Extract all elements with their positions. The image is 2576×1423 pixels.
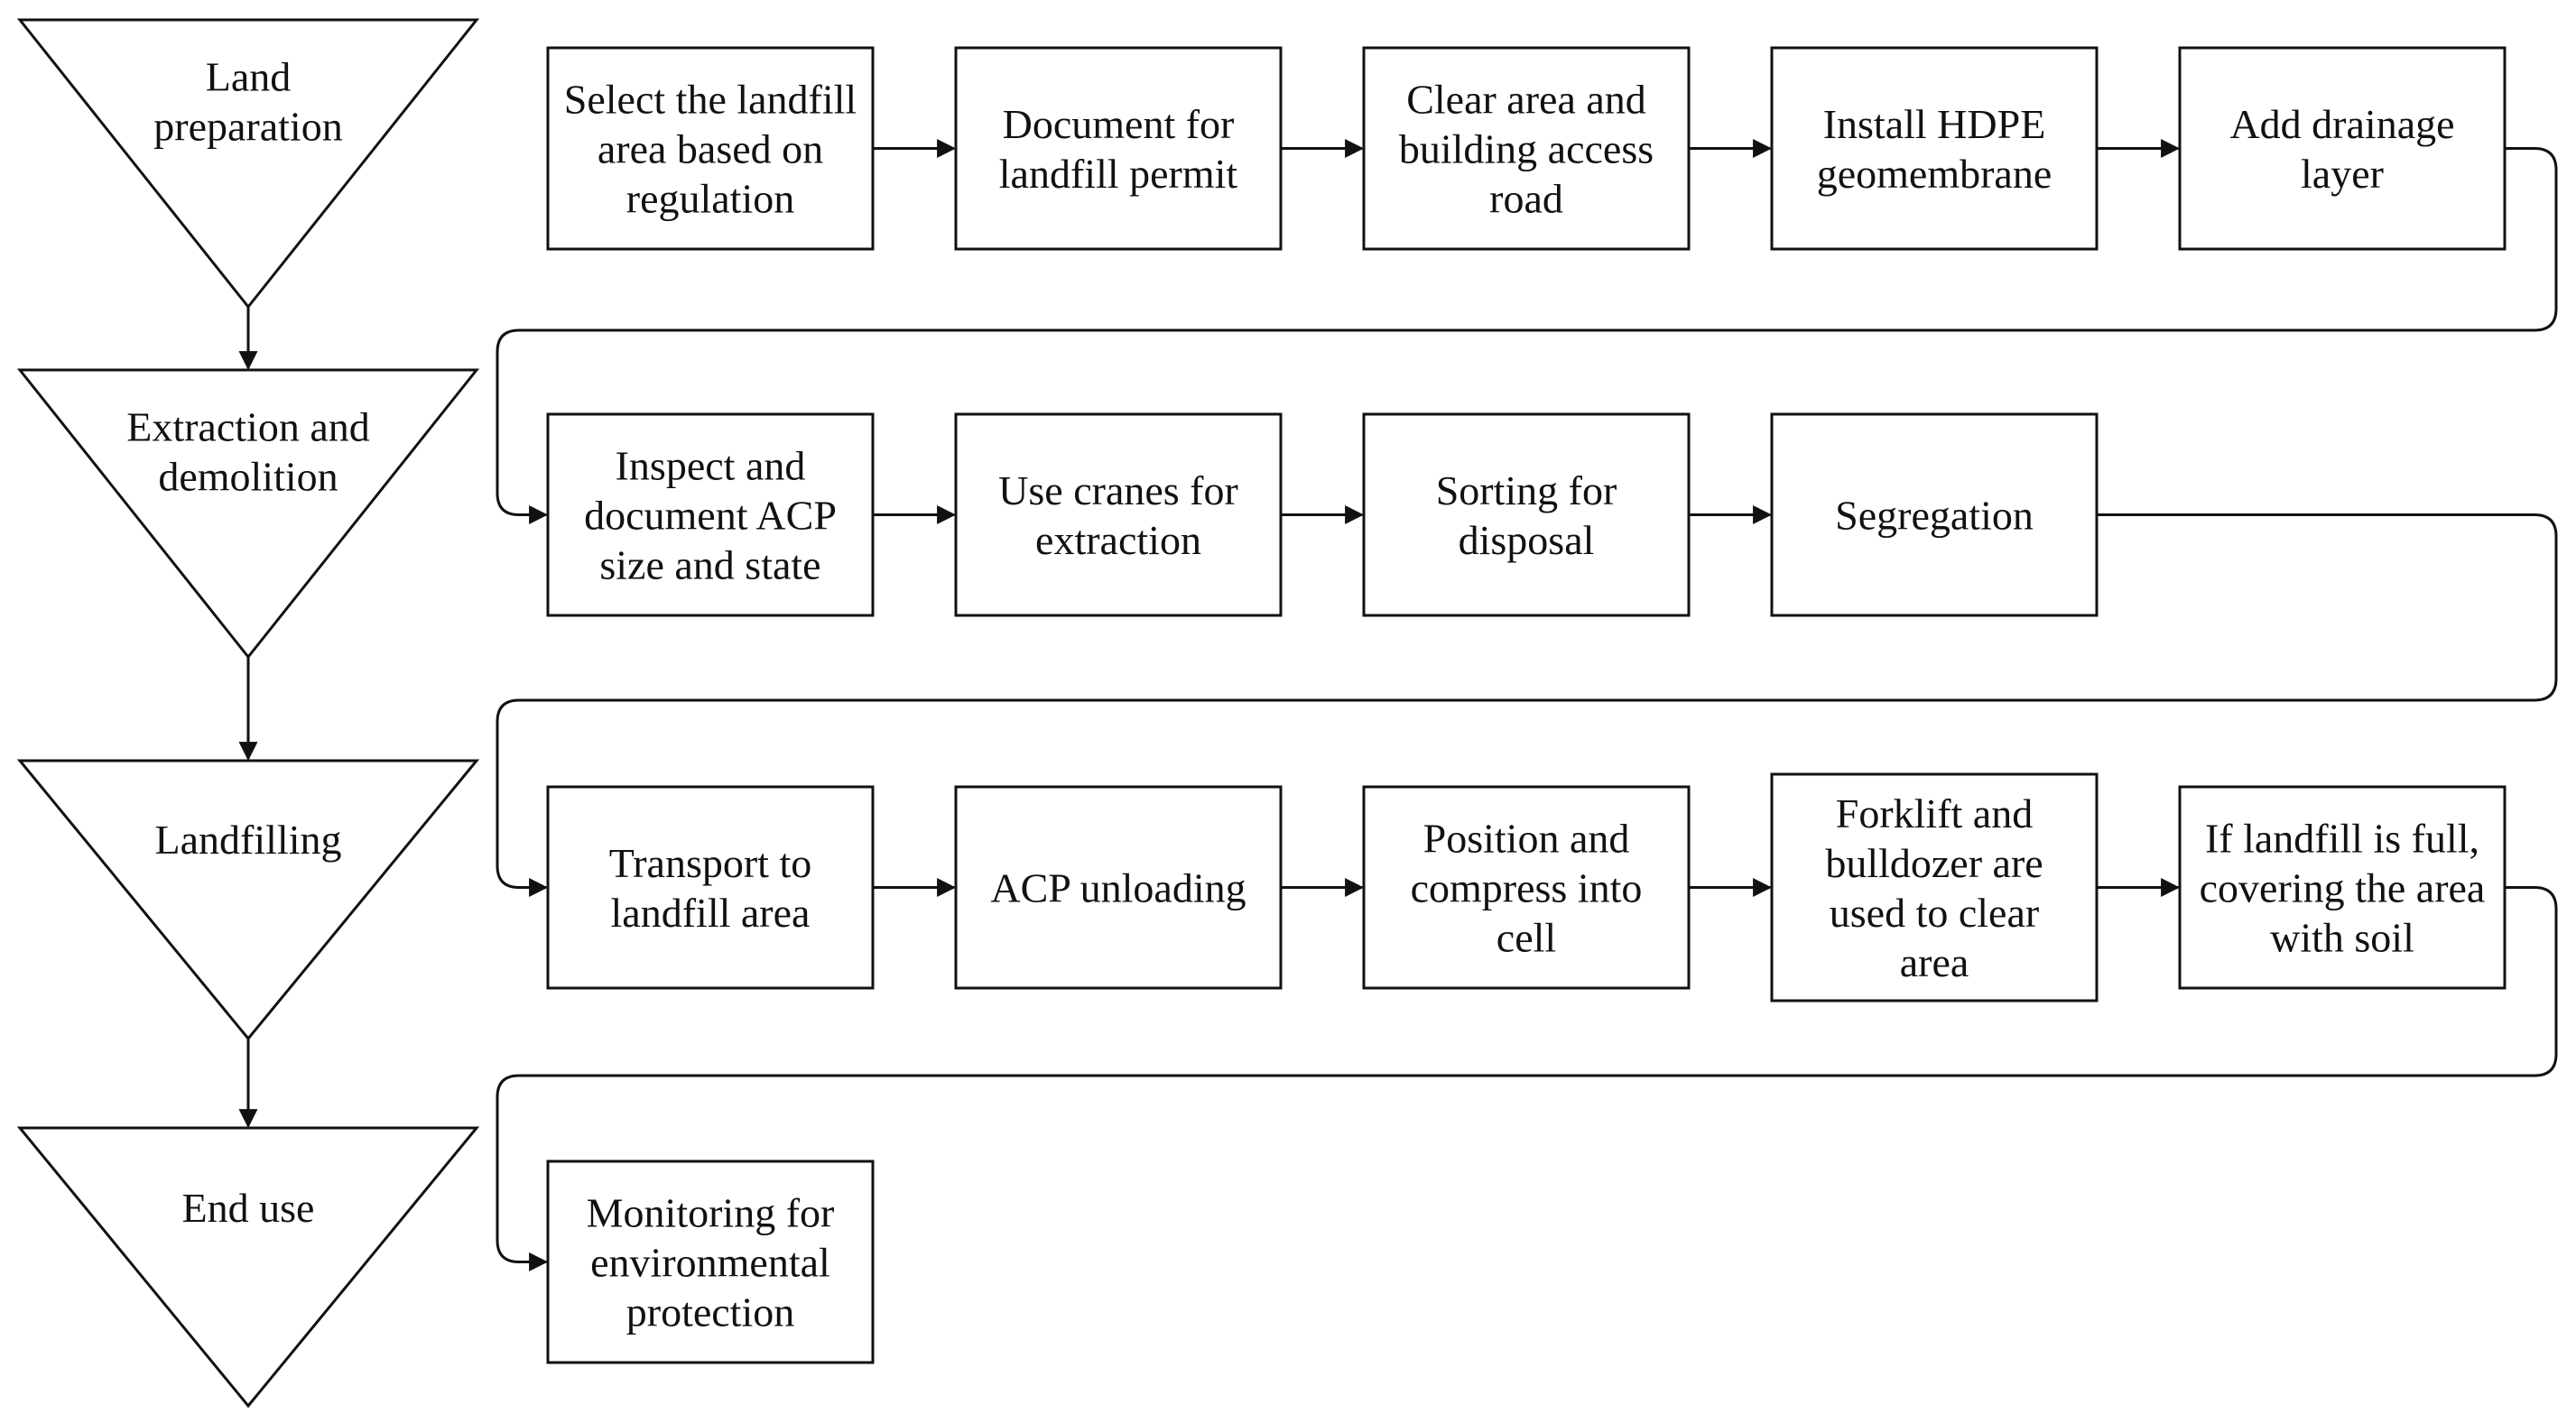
step-label: If landfill is full, [2205,816,2479,862]
step-label: Clear area and [1406,77,1646,123]
step-label: Use cranes for [998,467,1238,513]
step-label: geomembrane [1817,151,2052,197]
stage-label: Extraction and [126,404,370,450]
step-box-select-area [546,46,875,251]
step-label: Segregation [1835,493,2034,539]
step-label: environmental [590,1240,830,1286]
stage-triangle-end-use [16,1126,480,1409]
stage-triangle-landfilling [16,759,480,1041]
step-label: Select the landfill [564,77,857,123]
step-label: cell [1496,915,1556,961]
step-label: area based on [598,126,823,172]
step-label: ACP unloading [990,865,1246,911]
connectors [496,139,2558,1271]
step-label: Add drainage [2229,101,2454,147]
stage-label: Land [206,54,292,100]
stage-label: preparation [153,104,342,150]
step-box-sorting [1362,412,1691,617]
step-box-position-compress [1362,785,1691,990]
step-box-transport [546,785,875,990]
step-label: document ACP [584,493,837,539]
step-box-use-cranes [954,412,1283,617]
step-box-monitoring [546,1160,875,1364]
step-label: disposal [1459,517,1595,563]
step-label: Install HDPE [1823,101,2046,147]
step-box-acp-unloading [954,785,1283,990]
step-box-document-permit [954,46,1283,251]
step-label: size and state [599,542,820,588]
step-label: Document for [1003,101,1235,147]
step-label: Sorting for [1436,467,1617,513]
step-label: with soil [2270,915,2414,961]
stage-triangle-land-preparation [16,18,480,310]
step-label: Transport to [609,840,812,886]
step-label: extraction [1035,517,1201,563]
step-label: road [1489,176,1563,222]
row-wrap-arrow [496,147,2558,524]
step-label: protection [626,1289,795,1335]
step-box-inspect-acp [546,412,875,617]
step-label: compress into [1411,865,1643,911]
step-box-forklift-bulldozer [1770,772,2099,1003]
stage-label: demolition [158,454,338,500]
step-label: layer [2301,151,2384,197]
step-label: landfill area [611,890,811,936]
step-label: bulldozer are [1825,840,2043,886]
stage-label: End use [182,1185,315,1231]
step-label: area [1900,939,1969,985]
step-label: building access [1399,126,1654,172]
row-wrap-arrow [496,886,2558,1271]
step-label: regulation [626,176,795,222]
step-box-segregation [1770,412,2099,617]
step-label: Inspect and [616,443,806,489]
step-box-add-drainage [2178,46,2507,251]
step-box-cover-soil [2178,785,2507,990]
step-label: landfill permit [999,151,1238,197]
step-label: used to clear [1830,890,2039,936]
step-box-install-hdpe [1770,46,2099,251]
row-wrap-arrow [496,513,2558,897]
step-label: Monitoring for [587,1190,835,1236]
step-label: covering the area [2200,865,2486,911]
step-box-clear-area [1362,46,1691,251]
step-label: Position and [1423,816,1630,862]
stage-label: Landfilling [155,817,342,863]
step-label: Forklift and [1836,790,2033,836]
